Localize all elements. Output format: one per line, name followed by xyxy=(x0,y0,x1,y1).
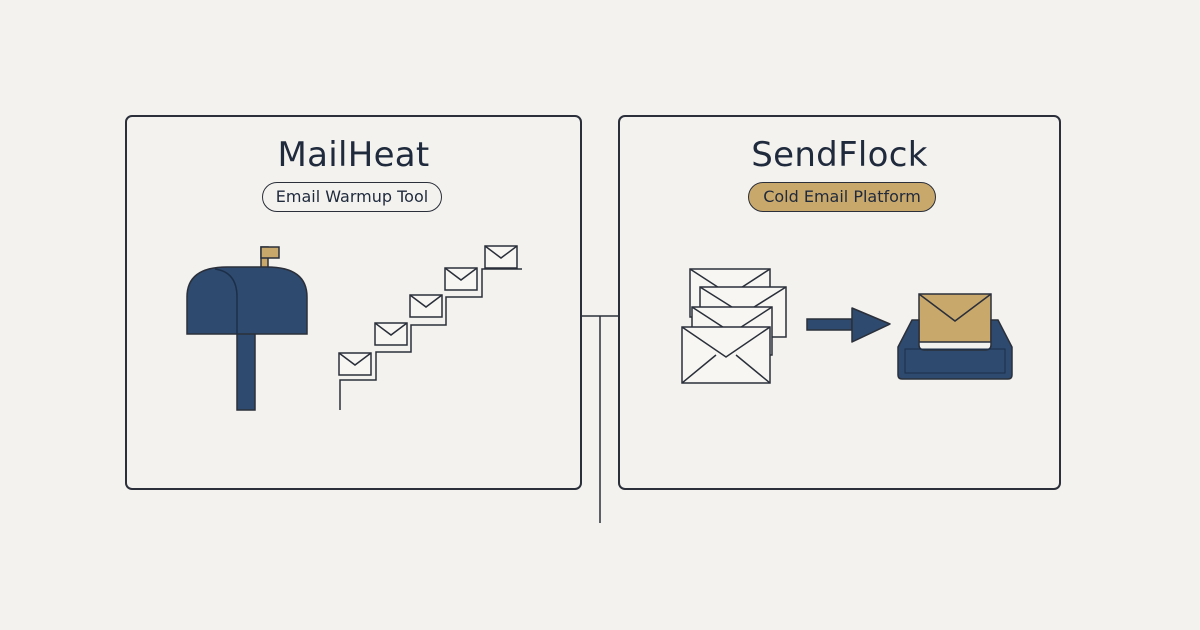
envelope-staircase-icon xyxy=(339,268,522,410)
envelope-stack-icon xyxy=(681,268,787,384)
staircase-envelopes xyxy=(338,245,518,376)
sendflock-card: SendFlock Cold Email Platform xyxy=(618,115,1061,490)
arrow-right-icon xyxy=(806,307,891,343)
mailbox-icon xyxy=(186,246,308,411)
inbox-tray-icon xyxy=(897,293,1013,380)
envelope-icon xyxy=(444,267,478,291)
envelope-icon xyxy=(338,352,372,376)
mailheat-badge: Email Warmup Tool xyxy=(262,182,442,212)
sendflock-illustration xyxy=(681,268,1013,384)
mailheat-illustration xyxy=(186,245,522,411)
envelope-icon xyxy=(484,245,518,269)
envelope-icon xyxy=(374,322,408,346)
sendflock-title: SendFlock xyxy=(751,135,928,175)
mailheat-title: MailHeat xyxy=(277,135,430,175)
envelope-icon xyxy=(409,294,443,318)
mailheat-card: MailHeat Email Warmup Tool xyxy=(125,115,582,490)
sendflock-badge: Cold Email Platform xyxy=(748,182,936,212)
